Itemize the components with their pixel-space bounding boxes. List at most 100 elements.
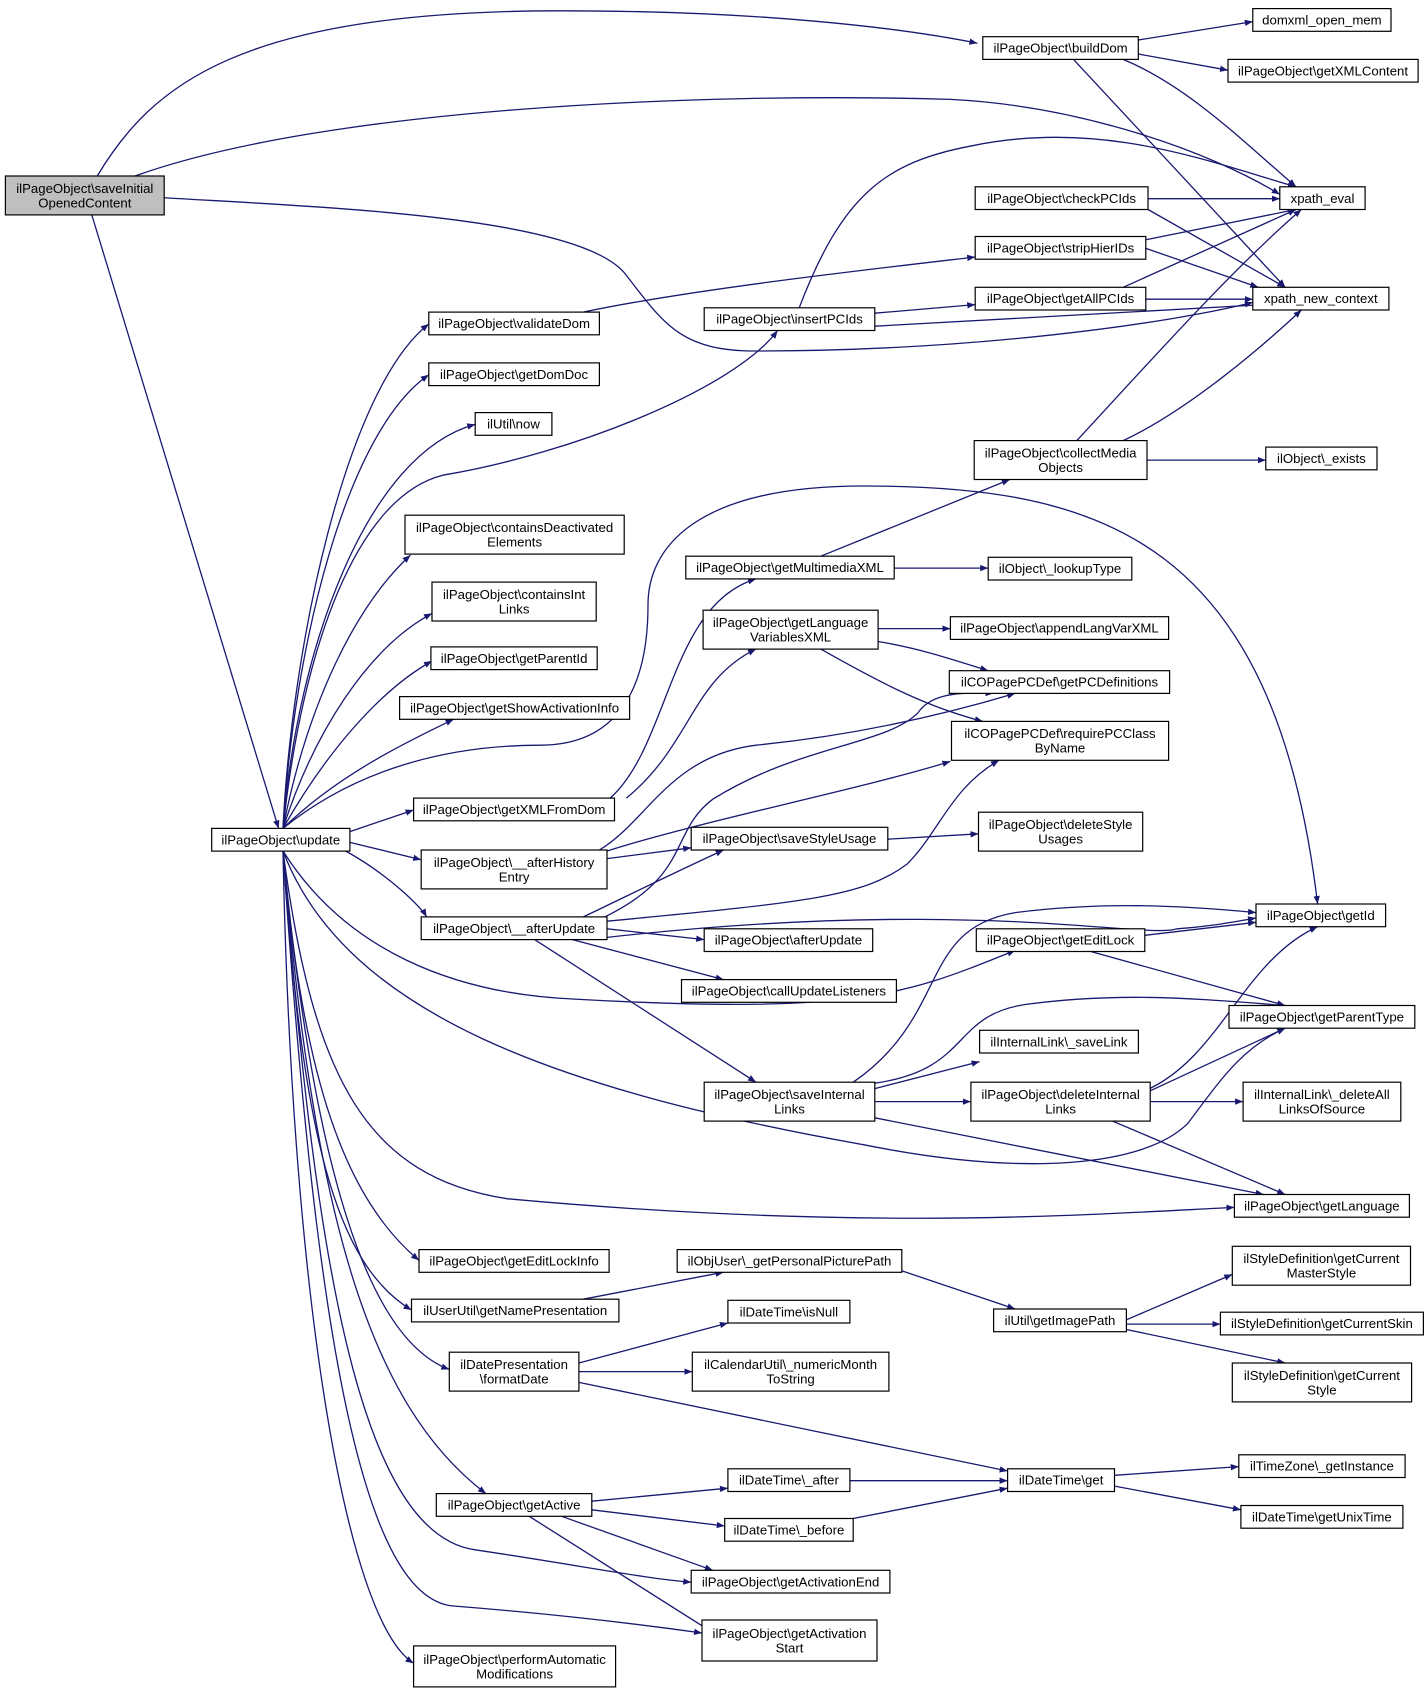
edge-saveInitial-to-update [91, 214, 280, 829]
edge-update-to-actEnd [282, 850, 692, 1585]
node-xpath_new[interactable]: xpath_new_context [1252, 286, 1390, 311]
edge-saveInitial-to-xpath_eval [134, 97, 1281, 195]
node-getNamePres[interactable]: ilUserUtil\getNamePresentation [410, 1298, 620, 1323]
edge-buildDom-to-getXMLContent [1138, 53, 1229, 72]
node-getId[interactable]: ilPageObject\getId [1255, 903, 1387, 928]
node-label: ilPageObject\update [221, 832, 340, 847]
node-label: \formatDate [480, 1372, 549, 1387]
node-getLanguage[interactable]: ilPageObject\getLanguage [1233, 1193, 1411, 1218]
node-now[interactable]: ilUtil\now [474, 412, 553, 436]
node-label: ilPageObject\collectMedia [985, 445, 1137, 460]
node-_afterUpdate[interactable]: ilPageObject\__afterUpdate [420, 916, 608, 941]
edge-saveInitial-to-update [161, 196, 1253, 352]
edge-saveInternal-to-getLanguage [874, 1117, 1264, 1197]
node-buildDom[interactable]: ilPageObject\buildDom [982, 36, 1139, 61]
edge-update-to-getShowAct [282, 718, 454, 829]
node-saveLink[interactable]: ilInternalLink\_saveLink [978, 1029, 1139, 1054]
node-box [420, 849, 608, 890]
node-saveStyle[interactable]: ilPageObject\saveStyleUsage [690, 826, 889, 851]
node-currentSkin[interactable]: ilStyleDefinition\getCurrentSkin [1219, 1311, 1425, 1336]
edge-stripHierIDs-to-xpath_new [1145, 247, 1259, 288]
node-box [1006, 1468, 1116, 1493]
edge-_afterUpdate-to-getPCDefs [604, 689, 994, 918]
node-label: ilPageObject\containsDeactivated [416, 520, 613, 535]
node-label: ToString [766, 1372, 814, 1387]
edge-getLangVars-to-requirePC [820, 648, 983, 723]
node-label: ilPageObject\getLanguage [1244, 1198, 1399, 1213]
node-getMultimedia[interactable]: ilPageObject\getMultimediaXML [685, 555, 895, 580]
node-getPCDefs[interactable]: ilCOPagePCDef\getPCDefinitions [948, 670, 1171, 695]
edge-validateDom-to-stripHierIDs [583, 254, 976, 313]
node-label: ilStyleDefinition\getCurrentSkin [1231, 1316, 1413, 1331]
node-box [431, 581, 597, 622]
node-getParentType[interactable]: ilPageObject\getParentType [1228, 1004, 1416, 1029]
node-box [975, 928, 1146, 953]
node-checkPCIds[interactable]: ilPageObject\checkPCIds [974, 186, 1149, 211]
node-getAllPCIds[interactable]: ilPageObject\getAllPCIds [974, 286, 1147, 311]
node-box [1265, 446, 1378, 471]
node-formatDate[interactable]: ilDatePresentation\formatDate [448, 1351, 580, 1392]
node-label: ilDateTime\get [1019, 1473, 1104, 1488]
node-label: ilPageObject\getParentType [1240, 1009, 1404, 1024]
edge-before-to-dtget [853, 1486, 1008, 1520]
node-getParentId[interactable]: ilPageObject\getParentId [430, 646, 598, 671]
node-box [448, 1351, 580, 1392]
node-isNull[interactable]: ilDateTime\isNull [727, 1299, 851, 1324]
edge-update-to-insertPCIds [282, 330, 779, 829]
node-getDomDoc[interactable]: ilPageObject\getDomDoc [428, 362, 600, 387]
node-getEditLockInfo[interactable]: ilPageObject\getEditLockInfo [418, 1248, 610, 1273]
node-label: ilDateTime\_before [733, 1522, 844, 1537]
edge-_afterUpdate-to-saveInternal [534, 939, 757, 1083]
node-getPicture[interactable]: ilObjUser\_getPersonalPicturePath [676, 1248, 903, 1273]
node-getActive[interactable]: ilPageObject\getActive [435, 1492, 593, 1517]
node-box [680, 978, 897, 1003]
node-label: ilPageObject\getMultimediaXML [696, 560, 884, 575]
node-getInstance[interactable]: ilTimeZone\_getInstance [1238, 1454, 1406, 1479]
node-before[interactable]: ilDateTime\_before [724, 1517, 854, 1542]
node-getEditLock[interactable]: ilPageObject\getEditLock [975, 928, 1146, 953]
node-actEnd[interactable]: ilPageObject\getActivationEnd [690, 1569, 891, 1594]
node-dtget[interactable]: ilDateTime\get [1006, 1468, 1116, 1493]
node-lookupType[interactable]: ilObject\_lookupType [987, 556, 1133, 581]
node-exists[interactable]: ilObject\_exists [1265, 446, 1378, 471]
node-getXMLFromDom[interactable]: ilPageObject\getXMLFromDom [413, 797, 616, 822]
node-insertPCIds[interactable]: ilPageObject\insertPCIds [703, 307, 876, 332]
node-domxml[interactable]: domxml_open_mem [1252, 8, 1392, 32]
node-after[interactable]: ilDateTime\_after [727, 1468, 851, 1493]
edge-buildDom-to-domxml [1138, 19, 1253, 41]
node-update[interactable]: ilPageObject\update [211, 827, 351, 852]
edge-saveInternal-to-getId [852, 905, 1257, 1083]
node-unixTime[interactable]: ilDateTime\getUnixTime [1240, 1504, 1404, 1529]
node-label: ilPageObject\appendLangVarXML [960, 621, 1158, 636]
node-performAuto[interactable]: ilPageObject\performAutomaticModificatio… [413, 1645, 617, 1688]
node-getXMLContent[interactable]: ilPageObject\getXMLContent [1227, 58, 1419, 83]
edge-buildDom-to-xpath_eval [1122, 58, 1297, 188]
node-stripHierIDs[interactable]: ilPageObject\stripHierIDs [974, 235, 1147, 260]
node-callUpdate[interactable]: ilPageObject\callUpdateListeners [680, 978, 897, 1003]
edge-collectMedia-to-xpath_new [1122, 309, 1302, 442]
node-afterUpdate[interactable]: ilPageObject\afterUpdate [703, 928, 874, 953]
node-label: xpath_new_context [1264, 291, 1378, 306]
node-validateDom[interactable]: ilPageObject\validateDom [428, 311, 600, 336]
node-label: ilPageObject\getActive [448, 1498, 581, 1513]
node-getShowAct[interactable]: ilPageObject\getShowActivationInfo [399, 695, 631, 720]
edge-_afterUpdate-to-requirePC [606, 759, 1000, 922]
node-getImagePath[interactable]: ilUtil\getImagePath [992, 1308, 1127, 1333]
node-appendLangVar[interactable]: ilPageObject\appendLangVarXML [949, 616, 1170, 641]
node-xpath_eval[interactable]: xpath_eval [1279, 186, 1366, 211]
